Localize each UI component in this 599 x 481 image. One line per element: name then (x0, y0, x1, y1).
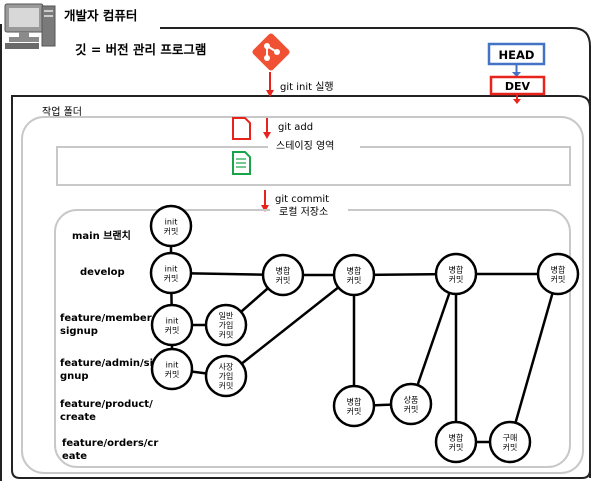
commit-label: init (166, 316, 179, 325)
commit-circle (150, 303, 194, 347)
branch-label: eate (62, 451, 87, 462)
commit-label: 커밋 (404, 404, 419, 414)
commit-label: 사장 (219, 362, 234, 372)
commit-label: init (166, 360, 179, 369)
commit-circle (204, 354, 248, 398)
git-commit-label: git commit (275, 194, 329, 205)
head-label: HEAD (499, 48, 535, 62)
commit-label: 병합 (276, 266, 291, 275)
git-init-arrow (266, 72, 274, 97)
working-folder-label: 작업 폴더 (42, 105, 82, 118)
commit-label: init (165, 264, 178, 273)
commit-circle (150, 347, 194, 391)
commit-circle (204, 303, 248, 347)
commit-circle (332, 253, 376, 297)
commit-label: 커밋 (503, 442, 518, 452)
commit-circle (389, 382, 433, 426)
branch-label: feature/member/ (60, 313, 156, 324)
commit-label: 상품 (404, 394, 419, 404)
commit-label: init (165, 217, 178, 226)
red-file-icon (232, 117, 251, 140)
git-commit-arrow (261, 190, 269, 212)
commit-label: 구매 (503, 433, 518, 442)
commit-circle (536, 252, 580, 296)
commit-label: 병합 (347, 266, 362, 275)
branch-label: feature/product/ (60, 399, 153, 410)
commit-circle (488, 420, 532, 464)
git-add-arrow (263, 118, 271, 139)
local-repository (54, 209, 571, 468)
branch-label: develop (80, 267, 125, 278)
commit-label: 커밋 (219, 381, 234, 391)
computer-label: 개발자 컴퓨터 (64, 8, 137, 23)
local-repo-label: 로컬 저장소 (279, 205, 328, 218)
commit-label: 커밋 (276, 275, 291, 285)
staging-area (56, 146, 571, 186)
commit-label: 커밋 (165, 369, 180, 379)
commit-label: 커밋 (449, 442, 464, 452)
commit-circle (434, 420, 478, 464)
commit-label: 일반 (219, 312, 234, 321)
working-folder (21, 116, 584, 474)
git-init-label: git init 실행 (280, 81, 334, 93)
commit-label: 병합 (551, 265, 566, 274)
commit-edge (409, 273, 458, 405)
commit-label: 가입 (219, 321, 234, 330)
branch-labels: main 브랜치 develop feature/member/signup feat… (60, 229, 158, 462)
commit-label: 커밋 (164, 226, 179, 236)
commit-circle (261, 253, 305, 297)
commit-label: 커밋 (347, 275, 362, 285)
commit-circle (332, 384, 376, 428)
branch-label: create (60, 412, 96, 423)
commit-label: 커밋 (164, 273, 179, 283)
commit-label: 병합 (449, 265, 464, 274)
commit-circle (149, 251, 193, 295)
git-add-label: git add (278, 122, 313, 133)
staging-area-label: 스테이징 영역 (276, 140, 334, 152)
commit-edge (225, 274, 355, 377)
commit-label: 병합 (347, 397, 362, 406)
branch-label: main 브랜치 (72, 229, 131, 242)
green-file-icon (232, 151, 251, 175)
branch-label: feature/orders/cr (62, 438, 158, 449)
dev-label: DEV (505, 80, 531, 93)
commit-edge (508, 273, 560, 443)
git-title: 깃 = 버전 관리 프로그램 (75, 42, 206, 57)
git-logo-icon (252, 33, 290, 71)
commit-label: 커밋 (165, 325, 180, 335)
commit-circle (149, 204, 193, 248)
commit-circle (434, 252, 478, 296)
branch-label: gnup (60, 371, 89, 382)
commit-nodes: init커밋init커밋init커밋init커밋일반가입커밋사장가입커밋병합커밋… (149, 204, 580, 464)
outer-container (11, 95, 591, 479)
commit-label: 병합 (449, 433, 464, 442)
computer-icon (4, 3, 56, 49)
commit-label: 커밋 (347, 406, 362, 416)
computer-frame (0, 24, 591, 481)
commit-label: 가입 (219, 372, 234, 381)
branch-label: signup (60, 326, 98, 337)
commit-label: 커밋 (551, 274, 566, 284)
commit-label: 커밋 (449, 274, 464, 284)
branch-label: feature/admin/si (60, 358, 153, 369)
commit-label: 커밋 (219, 330, 234, 340)
